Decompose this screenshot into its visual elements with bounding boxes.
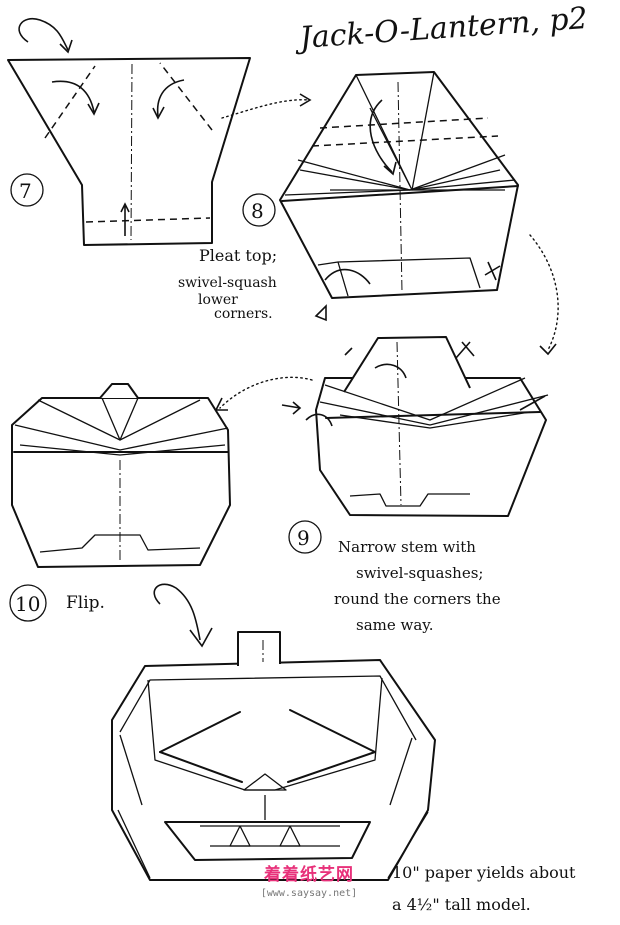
step-7-diagram	[8, 19, 250, 245]
finished-jack-o-lantern	[112, 632, 435, 880]
flip-arrow-icon	[154, 584, 212, 646]
step-8-diagram	[280, 72, 518, 298]
svg-text:swivel-squashes;: swivel-squashes;	[356, 564, 483, 582]
svg-text:same way.: same way.	[356, 616, 434, 634]
svg-text:corners.: corners.	[214, 306, 273, 322]
svg-text:10: 10	[15, 592, 40, 616]
svg-text:swivel-squash: swivel-squash	[178, 275, 277, 291]
step-10-caption: Flip.	[66, 593, 105, 613]
svg-text:round the corners the: round the corners the	[334, 590, 501, 608]
svg-text:Narrow stem with: Narrow stem with	[338, 538, 476, 556]
step-10-number-badge: 10	[10, 585, 46, 621]
svg-text:a 4½" tall model.: a 4½" tall model.	[392, 895, 531, 914]
step-10-diagram	[12, 384, 230, 567]
flip-arrow-icon	[19, 19, 72, 52]
step-7-number-badge: 7	[11, 174, 43, 206]
step-9-number-badge: 9	[289, 521, 321, 553]
svg-text:9: 9	[297, 526, 310, 550]
step-8-number-badge: 8	[243, 194, 275, 226]
svg-text:8: 8	[251, 199, 264, 223]
model-size-note: 10" paper yields about a 4½" tall model.	[392, 863, 576, 914]
svg-text:Pleat top;: Pleat top;	[199, 246, 277, 265]
step-9-diagram	[282, 337, 548, 516]
svg-text:10" paper yields about: 10" paper yields about	[392, 863, 576, 882]
page-title: Jack-O-Lantern, p2	[293, 1, 589, 56]
svg-text:7: 7	[19, 179, 32, 203]
watermark-logo: 着着纸艺网	[246, 865, 372, 885]
site-watermark: 着着纸艺网 [www.saysay.net]	[246, 865, 372, 901]
watermark-url: [www.saysay.net]	[246, 887, 372, 901]
step-9-caption: Narrow stem with swivel-squashes; round …	[334, 538, 501, 634]
step-8-caption: Pleat top; swivel-squash lower corners.	[178, 246, 277, 322]
